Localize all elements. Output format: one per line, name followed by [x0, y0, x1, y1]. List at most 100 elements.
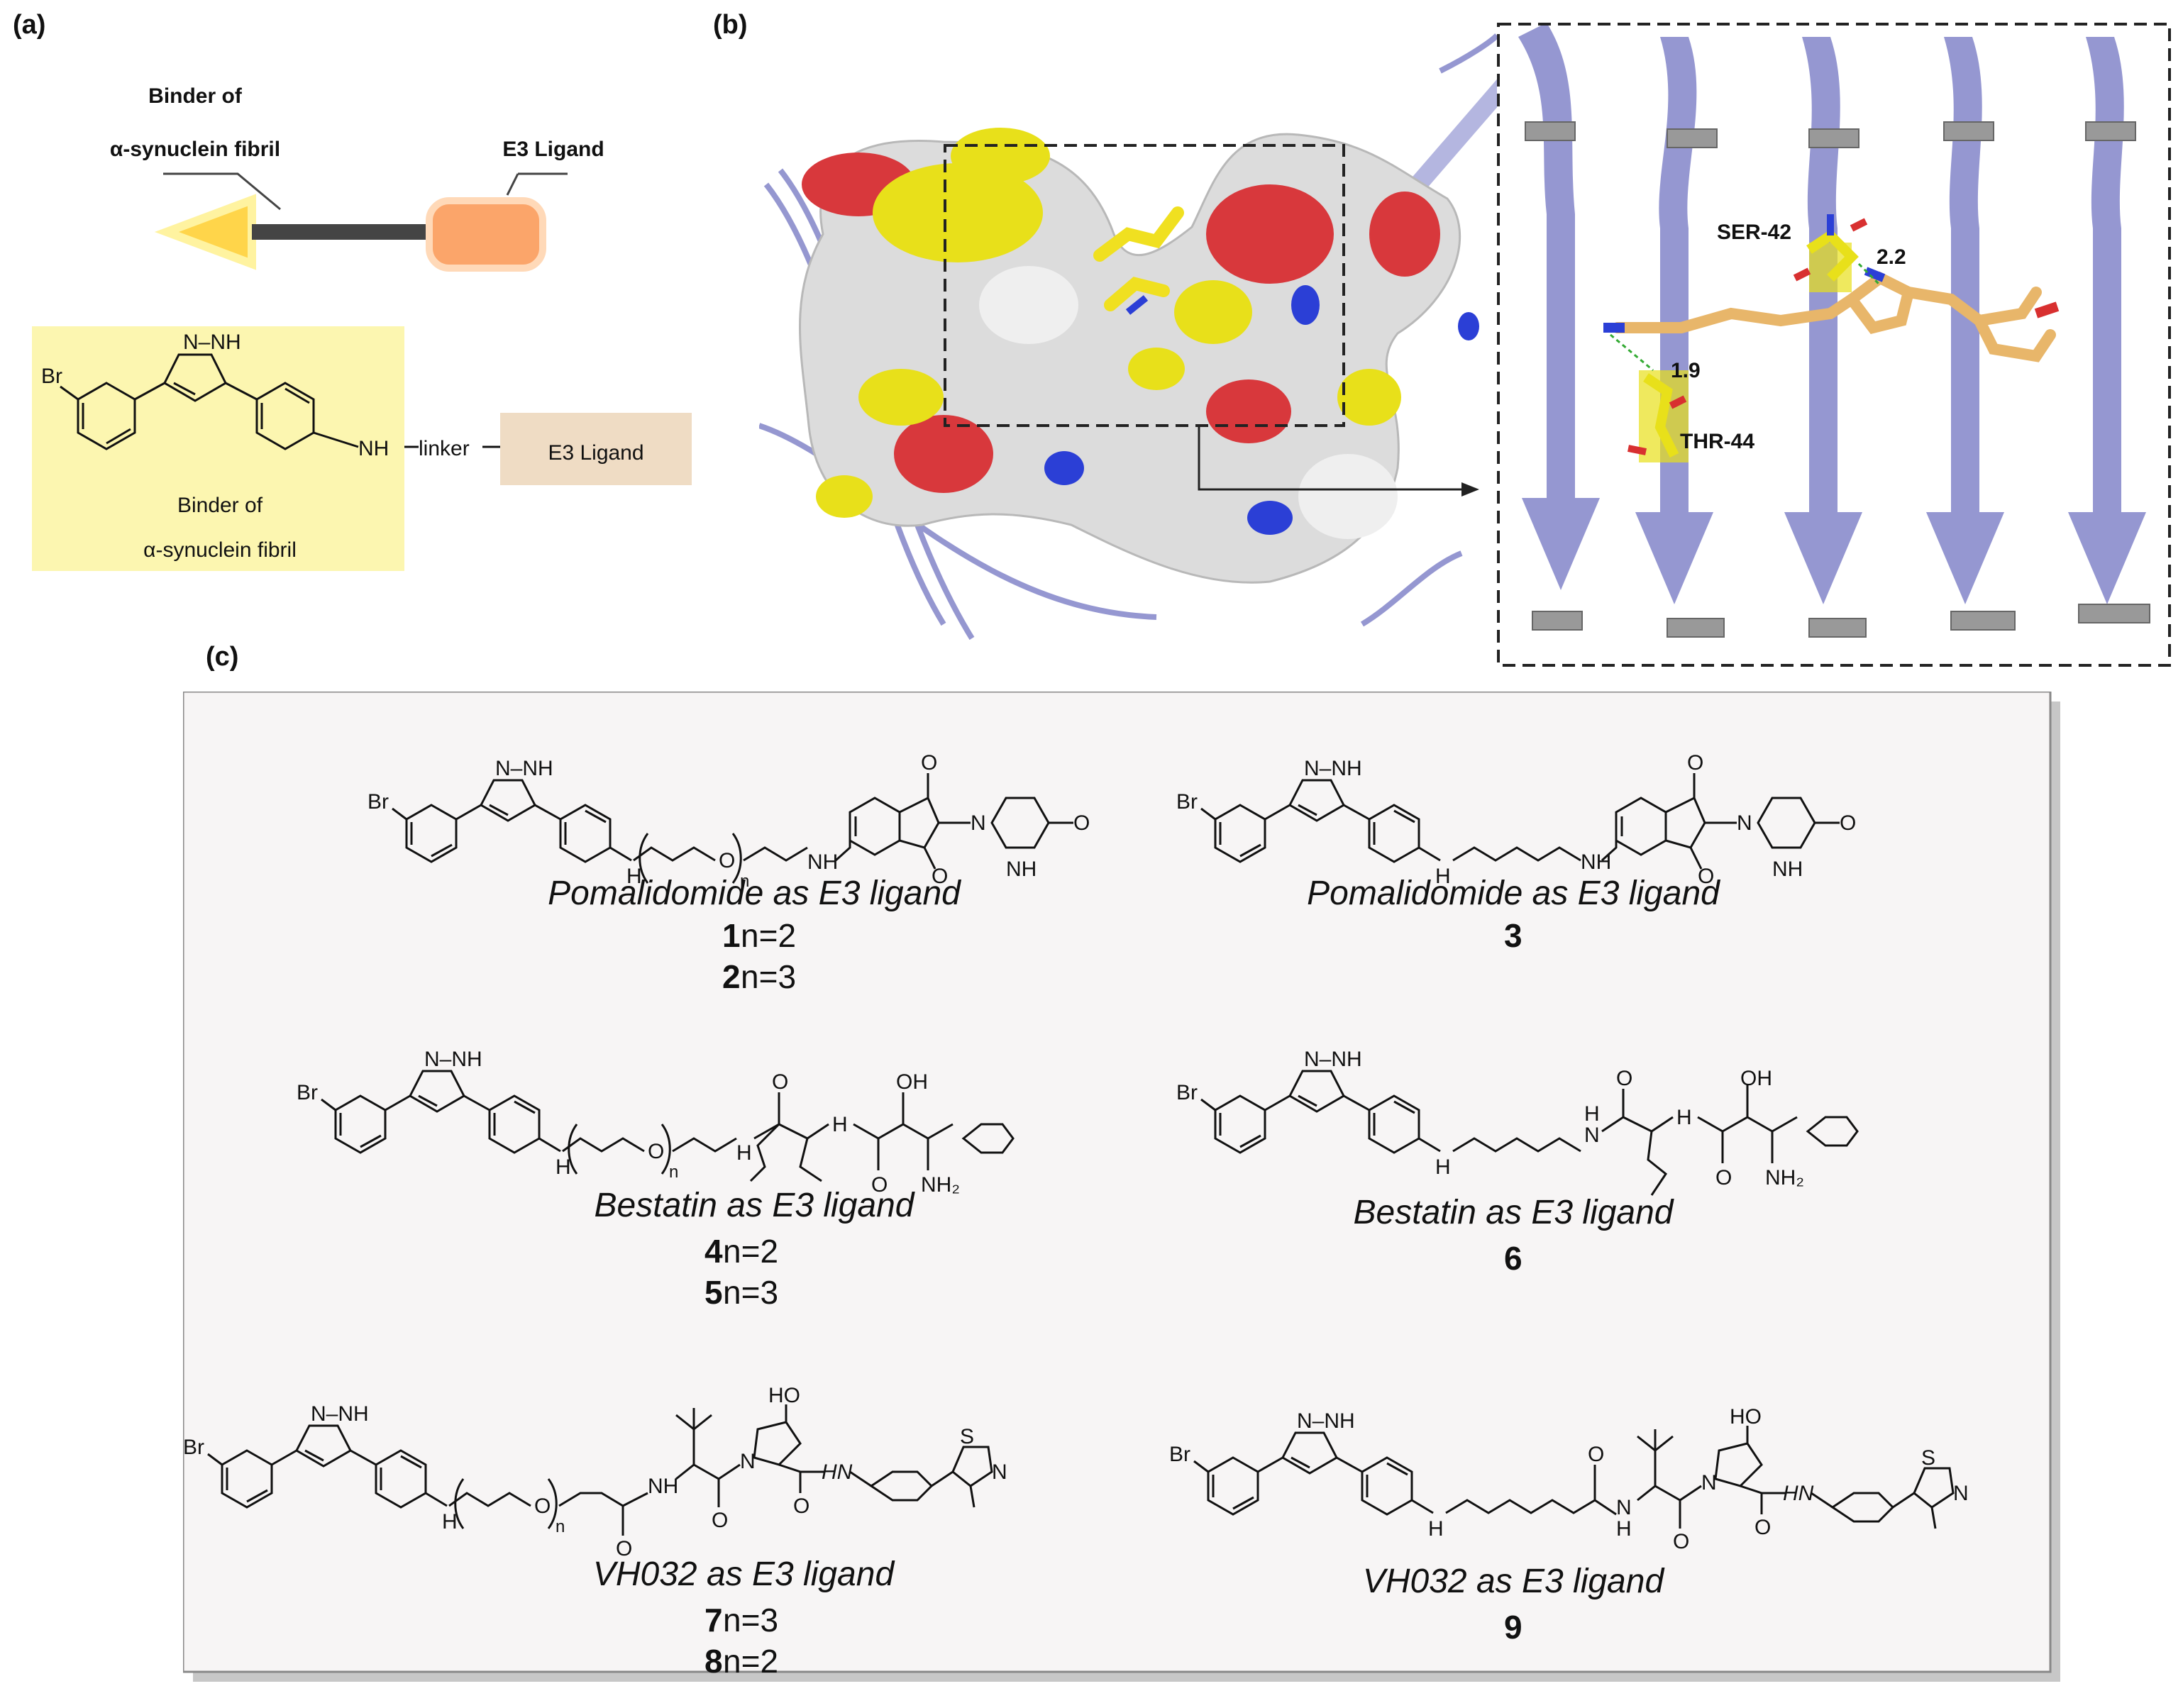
atom-br: Br	[367, 790, 389, 814]
atom-oh: OH	[1740, 1067, 1772, 1090]
atom-n: N	[971, 811, 986, 835]
linker-bar	[252, 224, 429, 240]
structure-compound-1-2: Br N–NH H O n NH O O N NH O	[367, 751, 1090, 891]
atom-o: O	[1687, 751, 1703, 775]
atom-o: O	[1673, 1530, 1689, 1553]
binder-label-line1: Binder of	[148, 84, 243, 108]
binder-triangle	[154, 194, 256, 270]
e3-box-text: E3 Ligand	[548, 441, 643, 465]
caption-compound-1-2: Pomalidomide as E3 ligand	[548, 875, 961, 912]
compound-panel	[183, 692, 2052, 1673]
atom-n: N	[1953, 1482, 1969, 1505]
structure-compound-7-8: Br N–NH H O n O NH O N	[183, 1384, 1007, 1560]
atom-nnh: N–NH	[1304, 757, 1362, 780]
atom-nnh: N–NH	[311, 1402, 369, 1426]
compound-number-6: 6	[1504, 1240, 1522, 1277]
thr-44-residue	[1627, 370, 1689, 462]
binder-structure-box	[32, 326, 404, 571]
atom-nh: NH	[648, 1475, 678, 1498]
atom-ho: HO	[768, 1384, 800, 1407]
binder-nh: NH	[358, 437, 389, 460]
panel-label-c: (c)	[206, 642, 239, 672]
structure-compound-4-5: Br N–NH H O n H O H O OH NH₂	[297, 1048, 1015, 1197]
compound-number-7: 7	[704, 1602, 723, 1638]
atom-h: H	[832, 1113, 848, 1136]
atom-nnh: N–NH	[1304, 1048, 1362, 1071]
compound-number-5: 5	[704, 1274, 723, 1311]
compound-n-5: n=3	[723, 1274, 778, 1311]
atom-h: H	[442, 1510, 458, 1534]
atom-br: Br	[297, 1081, 318, 1104]
atom-h: H	[1584, 1102, 1600, 1126]
atom-n: N	[1584, 1124, 1600, 1147]
atom-h: H	[736, 1141, 752, 1165]
caption-compound-3: Pomalidomide as E3 ligand	[1307, 875, 1720, 912]
atom-o: O	[1588, 1443, 1604, 1466]
atom-ho: HO	[1730, 1405, 1762, 1429]
atom-o: O	[534, 1494, 551, 1518]
compound-number-1: 1	[722, 917, 741, 954]
atom-h: H	[1435, 1155, 1451, 1179]
panel-b-zoom: SER-42 2.2 1.9 THR-44	[1497, 23, 2171, 667]
atom-nnh: N–NH	[1297, 1409, 1355, 1433]
panel-c-figure: Br N–NH H O n NH O O N NH O Pomalidomide…	[183, 692, 2060, 1682]
atom-n: n	[740, 872, 749, 891]
e3-ligand-box	[426, 197, 546, 272]
compound-number-3: 3	[1504, 917, 1522, 954]
atom-n: N	[992, 1460, 1007, 1484]
atom-br: Br	[1176, 790, 1198, 814]
atom-o: O	[1715, 1166, 1732, 1190]
atom-oh: OH	[896, 1070, 928, 1094]
atom-h: H	[626, 865, 642, 888]
atom-n: N	[1616, 1496, 1632, 1519]
atom-h: H	[556, 1155, 571, 1179]
compound-n-2: n=3	[741, 958, 796, 995]
compound-number-9: 9	[1504, 1609, 1522, 1646]
caption-compound-7-8: VH032 as E3 ligand	[593, 1556, 895, 1593]
panel-b-figure	[759, 33, 1511, 640]
atom-nnh: N–NH	[424, 1048, 482, 1071]
structure-compound-6: Br N–NH H H N O H O OH NH₂	[1176, 1048, 1859, 1196]
atom-n: N	[1701, 1471, 1717, 1494]
atom-br: Br	[1176, 1081, 1198, 1104]
structure-compound-9: Br N–NH H O H N O N HO O HN S	[1169, 1405, 1969, 1553]
atom-s: S	[960, 1425, 974, 1448]
distance-label-2-2: 2.2	[1877, 245, 1906, 269]
binder-box-line1: Binder of	[177, 494, 263, 517]
compound-number-2: 2	[722, 958, 741, 995]
atom-o: O	[1073, 811, 1090, 835]
atom-o: O	[719, 849, 735, 872]
atom-o: O	[616, 1537, 632, 1560]
atom-nnh: N–NH	[495, 757, 553, 780]
panel-label-a: (a)	[13, 10, 46, 40]
atom-nh: NH	[807, 850, 838, 874]
ligand-stick	[1093, 206, 1184, 315]
atom-n: n	[669, 1163, 678, 1182]
atom-o: O	[1754, 1516, 1771, 1539]
compound-n-7: n=3	[723, 1602, 778, 1638]
atom-br: Br	[1169, 1443, 1190, 1466]
atom-n: N	[1737, 811, 1752, 835]
atom-o: O	[932, 865, 948, 888]
atom-s: S	[1921, 1446, 1935, 1470]
atom-hn: HN	[822, 1460, 853, 1484]
atom-o: O	[871, 1173, 888, 1197]
atom-o: O	[921, 751, 937, 775]
e3-label: E3 Ligand	[502, 138, 604, 161]
atom-o: O	[1840, 811, 1856, 835]
ser-42-residue	[1793, 214, 1868, 292]
compound-n-4: n=2	[723, 1233, 778, 1270]
atom-br: Br	[183, 1436, 204, 1459]
atom-h: H	[1435, 865, 1451, 888]
compound-number-4: 4	[704, 1233, 723, 1270]
compound-n-1: n=2	[741, 917, 796, 954]
e3-structure-box	[500, 413, 692, 485]
binder-linker: linker	[419, 437, 470, 460]
binder-br: Br	[41, 365, 62, 388]
caption-compound-6: Bestatin as E3 ligand	[1354, 1194, 1674, 1231]
atom-o: O	[1616, 1067, 1632, 1090]
atom-nh: NH	[1006, 858, 1037, 881]
residue-label-ser-42: SER-42	[1717, 221, 1791, 244]
atom-o: O	[712, 1509, 728, 1532]
panel-a-figure: Binder of α-synuclein fibril E3 Ligand B…	[32, 84, 692, 571]
